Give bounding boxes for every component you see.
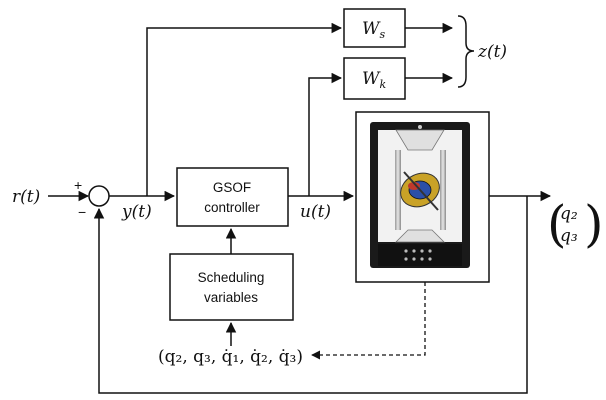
top-mount bbox=[395, 129, 445, 151]
performance-bracket bbox=[457, 15, 475, 88]
summing-junction bbox=[88, 185, 110, 207]
base-button-7 bbox=[420, 257, 424, 261]
base-button-4 bbox=[428, 249, 432, 253]
vector-right-paren: ) bbox=[584, 195, 604, 253]
reference-signal-label: r(t) bbox=[12, 187, 40, 207]
base-button-1 bbox=[404, 249, 408, 253]
controller-subtitle: controller bbox=[204, 200, 260, 215]
weight-k-label: Wk bbox=[362, 69, 386, 91]
device-base bbox=[378, 244, 462, 266]
base-button-3 bbox=[420, 249, 424, 253]
scheduling-subtitle: variables bbox=[204, 290, 258, 305]
weight-s-block bbox=[343, 8, 406, 48]
base-button-8 bbox=[428, 257, 432, 261]
output-q2-label: q₂ bbox=[560, 204, 578, 224]
base-button-2 bbox=[412, 249, 416, 253]
feedback-loop-arrow bbox=[93, 196, 528, 394]
right-gimbal-rod bbox=[440, 150, 446, 230]
scheduling-signals-label: (q₂, q₃, q̇₁, q̇₂, q̇₃) bbox=[158, 347, 303, 367]
gyroscope-plant bbox=[355, 111, 490, 283]
minus-sign: − bbox=[78, 204, 86, 220]
control-input-label: u(t) bbox=[300, 202, 331, 222]
weight-s-label: Ws bbox=[362, 19, 385, 41]
scheduling-variables-block bbox=[169, 253, 294, 321]
ws-input-arrow bbox=[146, 22, 343, 196]
wk-input-arrow bbox=[308, 72, 343, 196]
measured-output-label: y(t) bbox=[121, 202, 152, 222]
gsof-controller-block bbox=[176, 167, 289, 227]
controller-title: GSOF bbox=[213, 180, 251, 195]
vector-left-paren: ( bbox=[547, 195, 567, 253]
base-button-6 bbox=[412, 257, 416, 261]
left-gimbal-rod bbox=[395, 150, 401, 230]
measured-states-dashed-arrow bbox=[311, 282, 426, 360]
base-button-5 bbox=[404, 257, 408, 261]
performance-output-label: z(t) bbox=[477, 42, 507, 62]
bottom-mount bbox=[395, 229, 445, 243]
device-logo bbox=[418, 125, 422, 129]
plus-sign: + bbox=[74, 177, 82, 193]
output-q3-label: q₃ bbox=[560, 226, 578, 246]
scheduling-title: Scheduling bbox=[198, 270, 265, 285]
rotor-axis bbox=[403, 171, 439, 211]
